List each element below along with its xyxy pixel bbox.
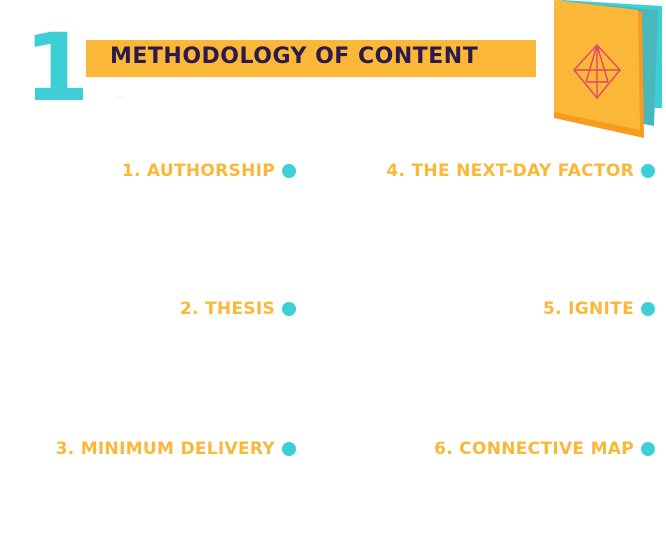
small-marks: · · [117,95,123,102]
item-label: 1. AUTHORSHIP [121,161,275,181]
bullet-dot-icon [282,164,296,178]
title-bar: METHODOLOGY OF CONTENT [86,40,536,77]
item-label: 2. THESIS [179,299,275,319]
list-item-ignite: 5. IGNITE [330,296,655,322]
item-label: 5. IGNITE [543,299,634,319]
list-item-authorship: 1. AUTHORSHIP [0,158,296,184]
list-item-next-day-factor: 4. THE NEXT-DAY FACTOR [330,158,655,184]
item-label: 6. CONNECTIVE MAP [434,439,634,459]
list-item-connective-map: 6. CONNECTIVE MAP [330,436,655,462]
notebook-icon [554,0,662,138]
item-label: 4. THE NEXT-DAY FACTOR [386,161,634,181]
page-title: METHODOLOGY OF CONTENT [110,44,479,69]
list-item-minimum-delivery: 3. MINIMUM DELIVERY [0,436,296,462]
bullet-dot-icon [282,442,296,456]
section-number: 1 [24,14,90,123]
diamond-icon [573,43,621,100]
item-label: 3. MINIMUM DELIVERY [55,439,275,459]
bullet-dot-icon [641,302,655,316]
bullet-dot-icon [282,302,296,316]
list-item-thesis: 2. THESIS [0,296,296,322]
bullet-dot-icon [641,442,655,456]
bullet-dot-icon [641,164,655,178]
